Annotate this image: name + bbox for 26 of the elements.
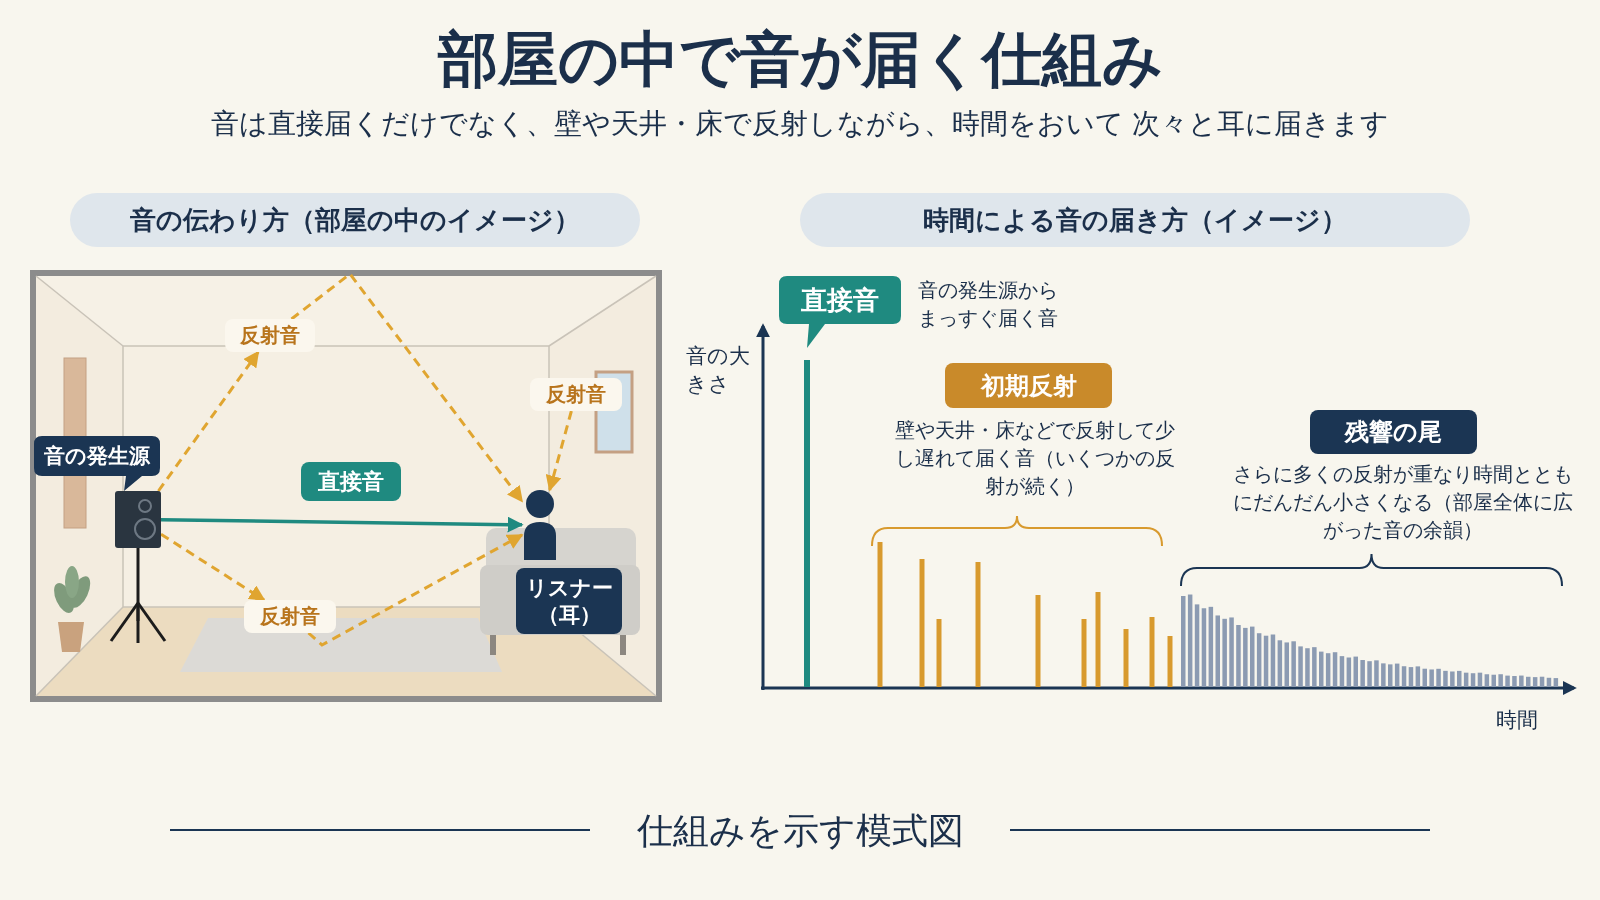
section-header: 音の伝わり方（部屋の中のイメージ） — [70, 193, 640, 247]
axis-label: 音の大きさ — [686, 343, 751, 397]
person-icon — [522, 490, 558, 560]
caption: 仕組みを示す模式図 — [635, 808, 965, 853]
label-box: 残響の尾 — [1310, 410, 1477, 454]
subtitle: 音は直接届くだけでなく、壁や天井・床で反射しながら、時間をおいて 次々と耳に届きます — [210, 107, 1390, 141]
label-box: 初期反射 — [945, 363, 1112, 408]
arrow — [290, 271, 524, 503]
description-text: 音の発生源からまっすぐ届く音 — [918, 278, 1059, 331]
description-text: さらに多くの反射が重なり時間とともにだんだん小さくなる（部屋全体に広がった音の余韻） — [1231, 462, 1574, 543]
label-box: リスナー（耳） — [516, 568, 622, 634]
text-label: 反射音 — [244, 600, 336, 633]
arrow — [160, 532, 266, 602]
callout-bubble: 直接音 — [779, 276, 901, 348]
callout-bubble: 音の発生源 — [34, 436, 160, 491]
axis-label: 時間 — [1496, 707, 1539, 733]
arrow — [160, 516, 524, 533]
text-label: 反射音 — [225, 319, 315, 352]
edge-label: 直接音 — [301, 462, 401, 501]
description-text: 壁や天井・床などで反射して少し遅れて届く音（いくつかの反射が続く） — [894, 418, 1176, 499]
title: 部屋の中で音が届く仕組み — [436, 24, 1164, 95]
text-label: 反射音 — [530, 378, 622, 411]
section-header: 時間による音の届き方（イメージ） — [800, 193, 1470, 247]
arrow — [545, 410, 573, 492]
arrow — [307, 533, 524, 647]
arrow — [157, 350, 260, 492]
